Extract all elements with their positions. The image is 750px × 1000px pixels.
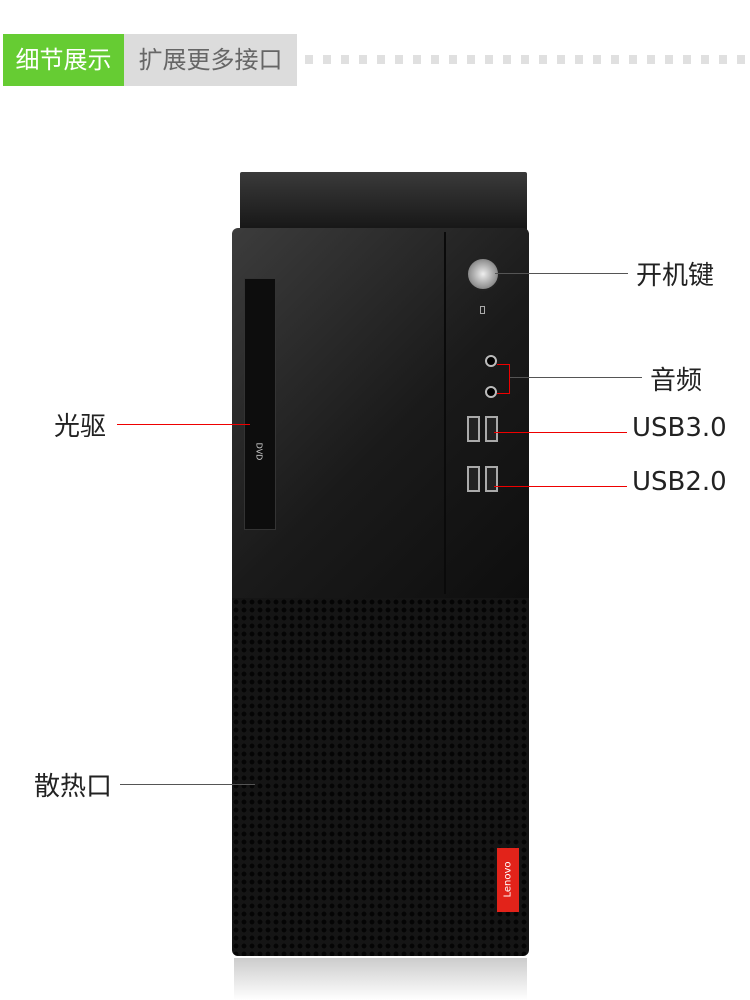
audio-callout-line	[510, 377, 642, 378]
mic-jack	[485, 355, 497, 367]
usb2-port	[485, 466, 498, 492]
lenovo-logo: Lenovo	[497, 848, 519, 912]
usb2-label: USB2.0	[632, 467, 727, 497]
vent-label: 散热口	[34, 772, 113, 802]
logo-text: Lenovo	[502, 861, 514, 898]
power-label: 开机键	[636, 261, 715, 291]
hdd-indicator-icon	[480, 306, 485, 314]
headphone-jack	[485, 386, 497, 398]
tower-top	[240, 172, 527, 234]
audio-label: 音频	[650, 366, 703, 396]
panel-divider	[444, 232, 446, 594]
optical-callout-line	[117, 424, 250, 425]
vent-callout-line	[120, 784, 255, 785]
audio-bracket-top	[497, 364, 509, 365]
section-subtitle: 扩展更多接口	[124, 34, 297, 86]
dotted-divider	[305, 55, 745, 64]
usb3-port	[467, 416, 480, 442]
power-button	[466, 257, 500, 291]
usb2-callout-line	[494, 486, 627, 487]
vent-grille	[232, 598, 529, 956]
usb3-callout-line	[494, 432, 627, 433]
tower-reflection	[234, 958, 527, 1000]
optical-drive	[244, 278, 276, 530]
dvd-label: DVD	[254, 442, 264, 461]
section-title: 细节展示	[3, 34, 124, 86]
usb3-label: USB3.0	[632, 413, 727, 443]
audio-bracket-bottom	[497, 393, 509, 394]
power-callout-line	[495, 273, 628, 274]
audio-bracket-vertical	[509, 364, 510, 394]
usb2-port	[467, 466, 480, 492]
usb3-port	[485, 416, 498, 442]
optical-label: 光驱	[54, 412, 107, 442]
